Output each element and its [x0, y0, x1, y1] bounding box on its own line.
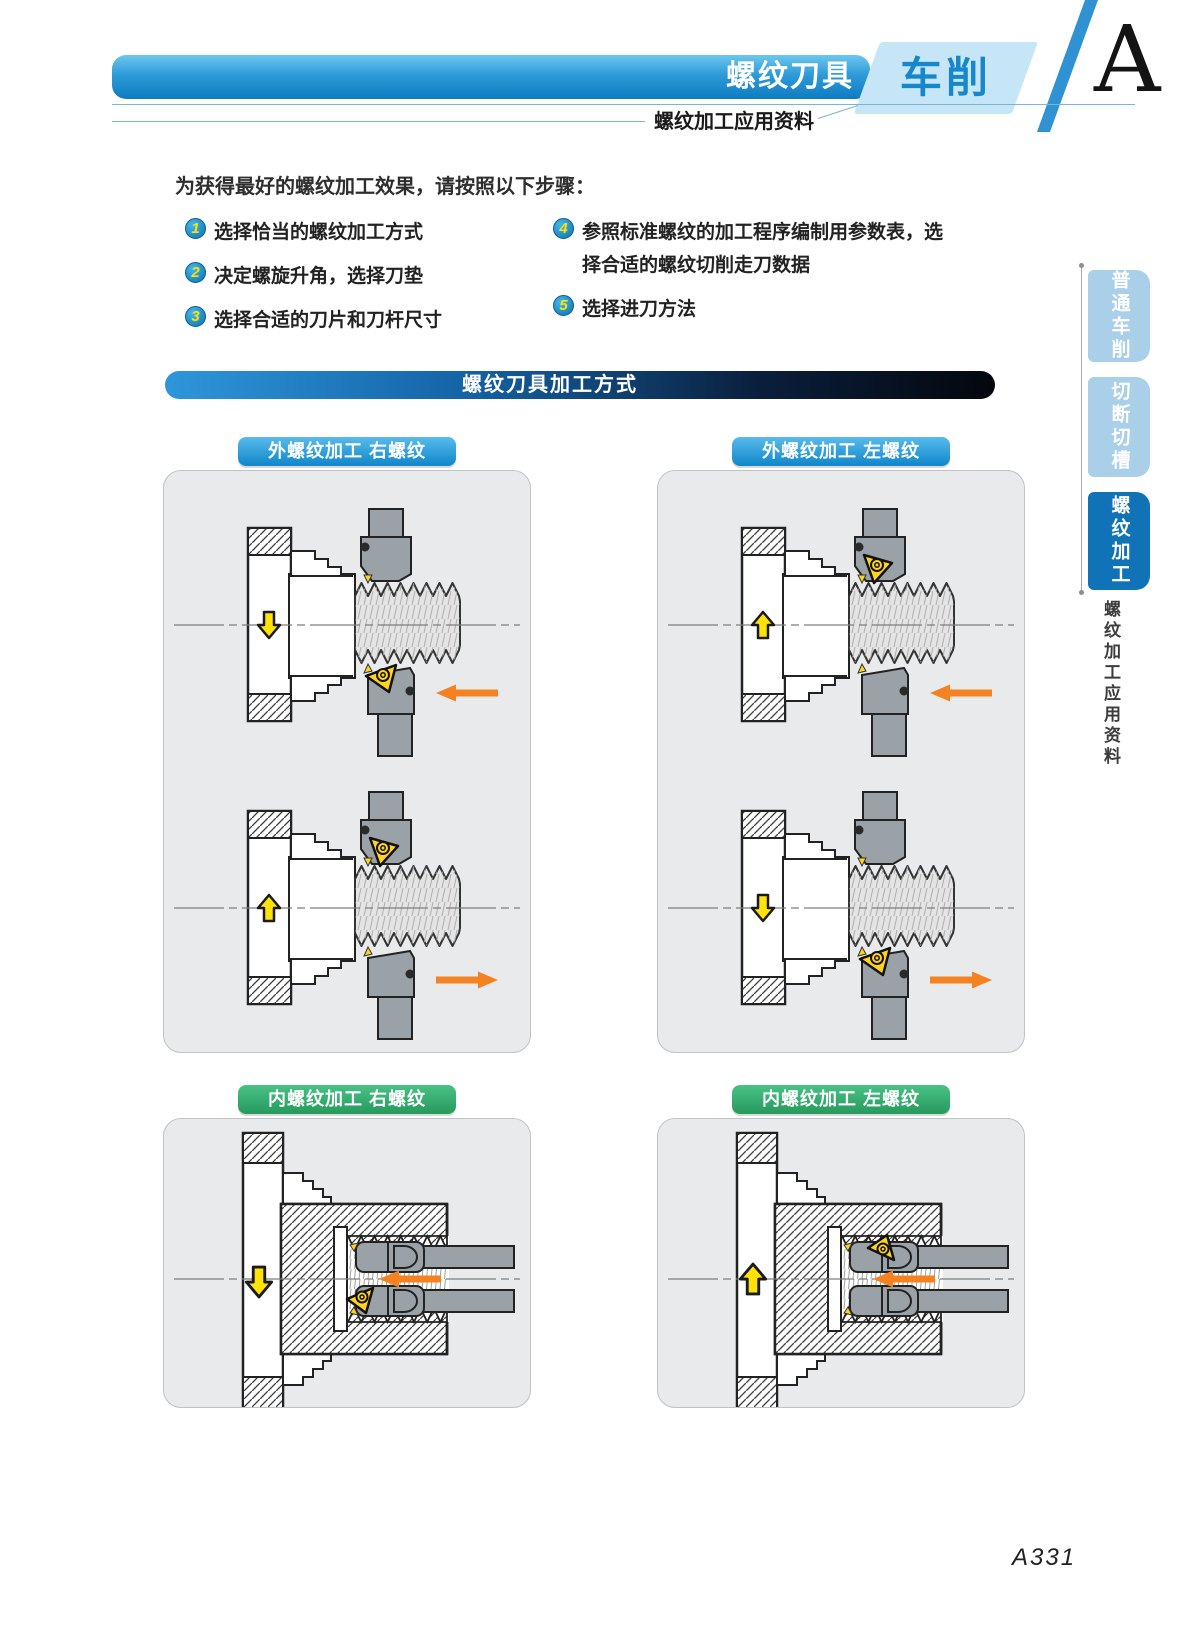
- feed-direction-arrow: [436, 971, 498, 989]
- section-letter: A: [1094, 6, 1161, 113]
- diagram-external-right-2: [172, 790, 522, 1041]
- lathe-chuck-workpiece-icon: [666, 507, 1016, 758]
- page-banner: 螺纹刀具: [112, 55, 870, 99]
- steps-column-left: 1 选择恰当的螺纹加工方式 2 决定螺旋升角，选择刀垫 3 选择合适的刀片和刀杆…: [185, 216, 545, 348]
- step-text: 参照标准螺纹的加工程序编制用参数表，选择合适的螺纹切削走刀数据: [582, 222, 944, 276]
- page-number: A331: [1012, 1544, 1077, 1571]
- diagram-external-left-1: [666, 507, 1016, 758]
- panel-external-left-thread: [657, 470, 1025, 1053]
- step-number-badge: 5: [553, 295, 574, 316]
- intro-text: 为获得最好的螺纹加工效果，请按照以下步骤：: [175, 176, 595, 198]
- lathe-chuck-workpiece-icon: [172, 507, 522, 758]
- header-rule-slant: [817, 105, 859, 119]
- diagram-external-right-1: [172, 507, 522, 758]
- lathe-chuck-bore-icon: [172, 1131, 522, 1407]
- panel-header-internal-right: 内螺纹加工 右螺纹: [238, 1085, 456, 1114]
- section-title-bar: 螺纹刀具加工方式: [165, 371, 995, 399]
- panel-header-external-right: 外螺纹加工 右螺纹: [238, 437, 456, 466]
- step-item-4: 4 参照标准螺纹的加工程序编制用参数表，选择合适的螺纹切削走刀数据: [553, 216, 993, 282]
- step-text: 选择合适的刀片和刀杆尺寸: [214, 310, 443, 331]
- lathe-chuck-bore-icon: [666, 1131, 1016, 1407]
- sidebar-tab-parting-grooving[interactable]: 切断切槽: [1088, 377, 1150, 477]
- panel-external-right-thread: [163, 470, 531, 1053]
- step-item-1: 1 选择恰当的螺纹加工方式: [185, 216, 545, 249]
- panel-internal-right-thread: [163, 1118, 531, 1408]
- sidebar-tab-threading-active[interactable]: 螺纹加工: [1088, 492, 1150, 590]
- step-number-badge: 1: [185, 218, 206, 239]
- panel-header-external-left: 外螺纹加工 左螺纹: [732, 437, 950, 466]
- panel-internal-left-thread: [657, 1118, 1025, 1408]
- step-text: 选择恰当的螺纹加工方式: [214, 222, 424, 243]
- feed-direction-arrow: [930, 684, 992, 702]
- step-number-badge: 3: [185, 306, 206, 327]
- step-number-badge: 4: [553, 218, 574, 239]
- sidebar-caption: 螺纹加工应用资料: [1101, 600, 1120, 768]
- banner-title: 螺纹刀具: [726, 60, 854, 93]
- diagonal-stripe: [1036, 0, 1098, 132]
- step-item-2: 2 决定螺旋升角，选择刀垫: [185, 260, 545, 293]
- page-subtitle: 螺纹加工应用资料: [654, 111, 814, 133]
- sidebar-tab-general-turning[interactable]: 普通车削: [1088, 270, 1150, 362]
- step-item-5: 5 选择进刀方法: [553, 293, 993, 326]
- header-rule-bottom: [112, 121, 645, 122]
- step-number-badge: 2: [185, 262, 206, 283]
- diagram-internal-right: [172, 1131, 522, 1407]
- diagram-internal-left: [666, 1131, 1016, 1407]
- step-item-3: 3 选择合适的刀片和刀杆尺寸: [185, 304, 545, 337]
- diagram-external-left-2: [666, 790, 1016, 1041]
- lathe-chuck-workpiece-icon: [172, 790, 522, 1041]
- lathe-chuck-workpiece-icon: [666, 790, 1016, 1041]
- sidebar-rail: [1079, 263, 1084, 595]
- feed-direction-arrow: [436, 684, 498, 702]
- feed-direction-arrow: [930, 971, 992, 989]
- steps-column-right: 4 参照标准螺纹的加工程序编制用参数表，选择合适的螺纹切削走刀数据 5 选择进刀…: [553, 216, 993, 337]
- panel-header-internal-left: 内螺纹加工 左螺纹: [732, 1085, 950, 1114]
- step-text: 决定螺旋升角，选择刀垫: [214, 266, 424, 287]
- header-rule-top: [112, 104, 1135, 105]
- step-text: 选择进刀方法: [582, 299, 697, 320]
